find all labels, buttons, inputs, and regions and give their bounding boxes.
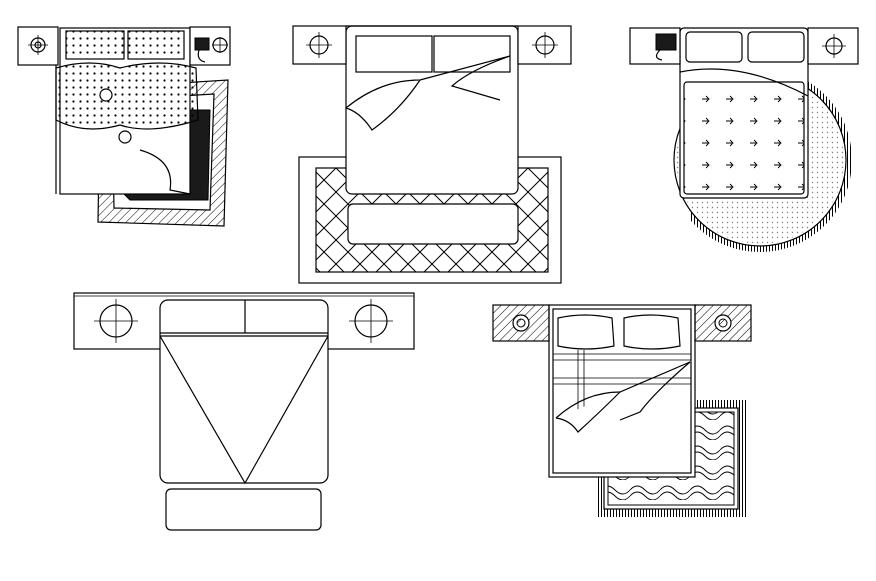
bench (165, 488, 322, 531)
bed-plan-4 (73, 292, 415, 531)
pillow-icon (747, 31, 805, 63)
pillow-icon (557, 314, 615, 350)
pillow-icon (685, 31, 743, 63)
triangle-fold-sheet (159, 335, 329, 485)
pillow-icon (623, 314, 681, 350)
telephone-icon (194, 37, 210, 51)
button-icon (118, 130, 132, 144)
bed-plan-5 (492, 304, 752, 517)
telephone-icon (655, 33, 677, 51)
hatched-side-table (694, 304, 752, 342)
button-icon (99, 88, 113, 102)
bed-frame (159, 299, 329, 484)
bed-plan-1 (17, 26, 231, 227)
bed-plan-3 (629, 27, 859, 252)
folded-bedsheet (345, 55, 511, 109)
pillow-icon (65, 30, 125, 60)
dotted-quilt (55, 62, 199, 130)
pillow-icon (127, 30, 185, 60)
arrow-pattern-sheet (683, 81, 805, 195)
folded-corner (555, 361, 691, 421)
pillow-icon (355, 35, 433, 73)
bed-plan-2 (292, 25, 572, 284)
